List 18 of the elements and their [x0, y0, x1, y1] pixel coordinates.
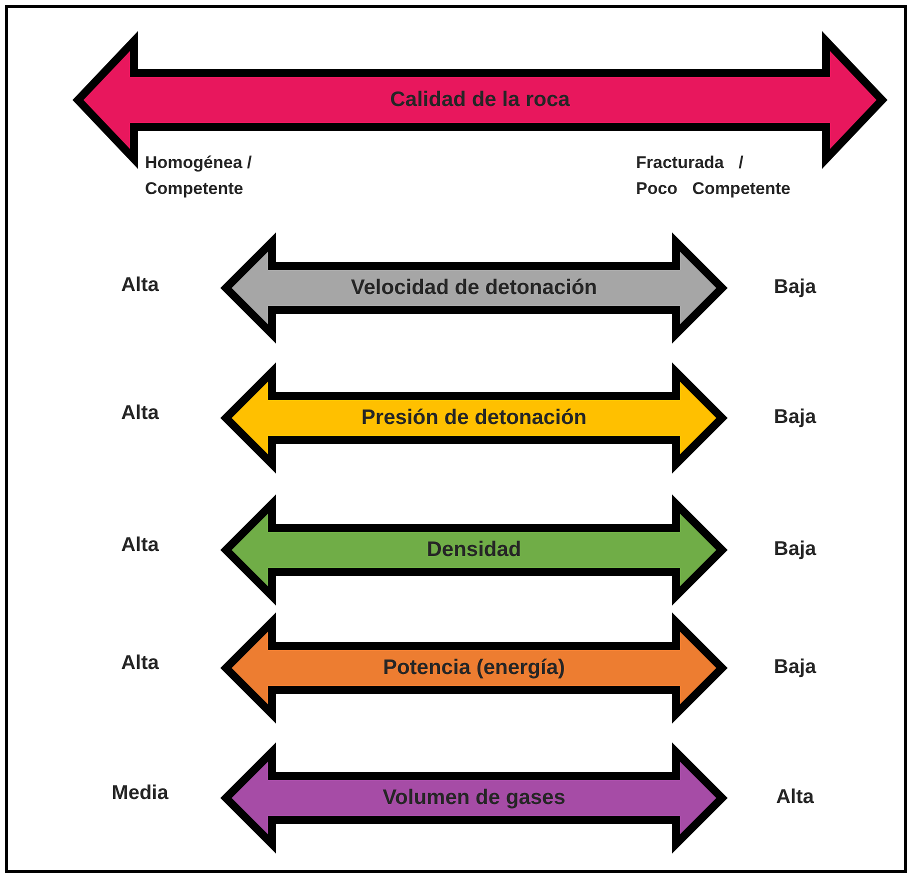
arrow-label: Calidad de la roca: [390, 88, 570, 112]
side-label: Fracturada / Poco Competente: [636, 152, 792, 200]
arrow-label: Densidad: [426, 538, 522, 562]
side-label: Baja: [772, 405, 818, 430]
side-label: Alta: [775, 785, 815, 810]
arrow-label: Velocidad de detonación: [350, 276, 598, 300]
arrow-label: Presión de detonación: [361, 406, 587, 430]
side-label: Media: [110, 781, 170, 806]
side-label: Baja: [772, 537, 818, 562]
arrow-label: Potencia (energía): [382, 656, 566, 680]
side-label: Alta: [120, 533, 160, 558]
arrow-label: Volumen de gases: [382, 786, 566, 810]
side-label: Baja: [772, 275, 818, 300]
side-label: Alta: [120, 401, 160, 426]
side-label: Baja: [772, 655, 818, 680]
side-label: Homogénea / Competente: [145, 152, 253, 200]
side-label: Alta: [120, 651, 160, 676]
side-label: Alta: [120, 273, 160, 298]
